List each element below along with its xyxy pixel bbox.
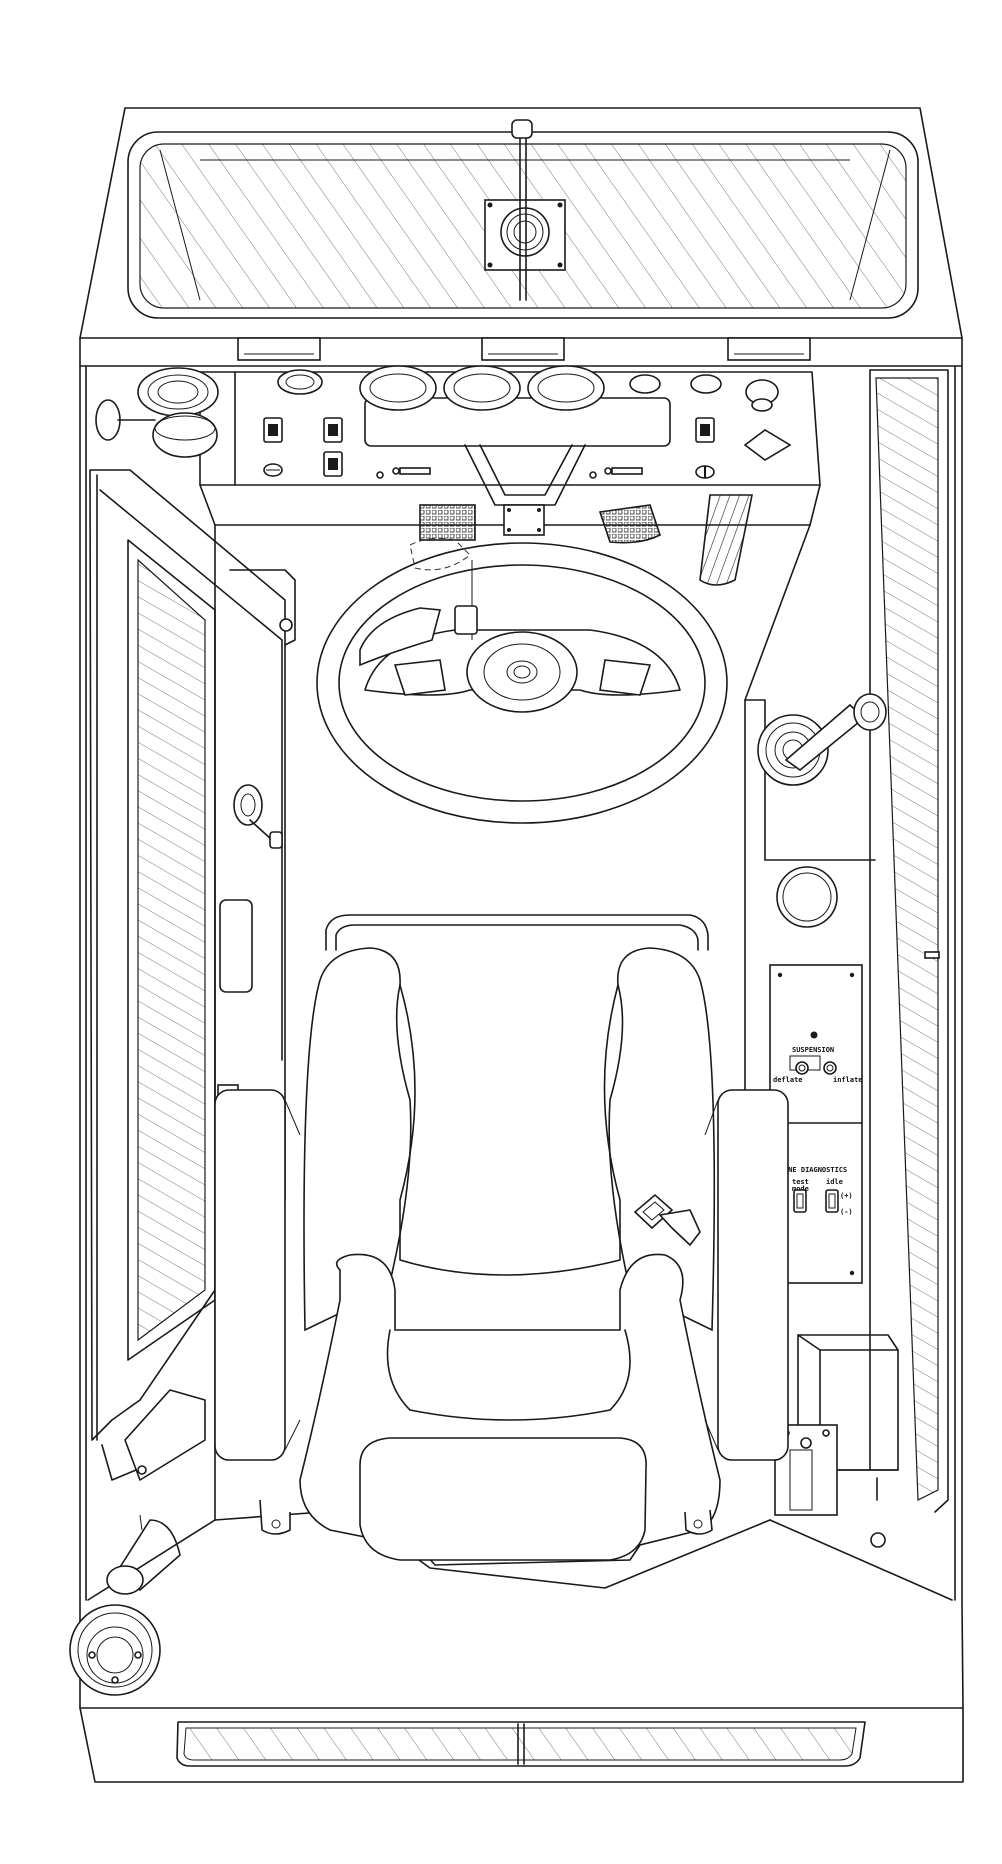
gauge-2 [443,365,521,411]
steering-column [464,444,586,536]
suspension-inflate-knob[interactable] [823,1061,837,1075]
suspension-deflate-label: deflate [773,1076,803,1084]
hinge-right [727,337,811,361]
mirror-adjuster[interactable] [95,367,219,458]
dash-knob-2[interactable] [695,465,715,479]
dash-lever-right[interactable] [604,467,643,475]
seat-icon[interactable] [214,914,789,1566]
rear-left-cylinder [106,1514,181,1595]
cab-outline [79,107,964,1783]
right-window [869,369,949,1513]
hinge-center [481,337,565,361]
rear-window [176,1721,866,1767]
diagnostics-minus-label: (-) [840,1208,853,1216]
dash-switch-2[interactable] [323,417,343,443]
diagnostics-idle-label: idle [826,1178,843,1186]
dash-switch-4[interactable] [695,417,715,443]
diagnostics-test-switch[interactable] [793,1189,807,1213]
dash-switch-1[interactable] [263,417,283,443]
joystick-icon[interactable] [757,693,887,786]
suspension-inflate-label: inflate [833,1076,863,1084]
hinge-left [237,337,321,361]
rear-left-knob[interactable] [69,1604,161,1696]
accelerator-pedal[interactable] [699,494,753,586]
dash-knob-1[interactable] [263,463,283,477]
suspension-title: SUSPENSION [792,1046,834,1054]
round-vent [776,866,838,928]
steering-wheel-icon[interactable] [316,537,728,824]
gauge-3 [527,365,605,411]
storage-box [774,1334,899,1548]
wiper-icon[interactable] [484,119,566,301]
brake-pedal-right[interactable] [598,504,661,544]
dash-lever-left[interactable] [392,467,431,475]
suspension-deflate-knob[interactable] [795,1061,809,1075]
gauge-1 [359,365,437,411]
dash-switch-3[interactable] [323,451,343,477]
door-handle[interactable] [233,784,283,849]
brake-pedal-left[interactable] [419,504,476,541]
diagnostics-plus-label: (+) [840,1192,853,1200]
diagnostics-title: INE DIAGNOSTICS [784,1166,847,1174]
diagnostics-idle-switch[interactable] [825,1189,839,1213]
seat-belt-buckle-icon[interactable] [633,1193,701,1247]
